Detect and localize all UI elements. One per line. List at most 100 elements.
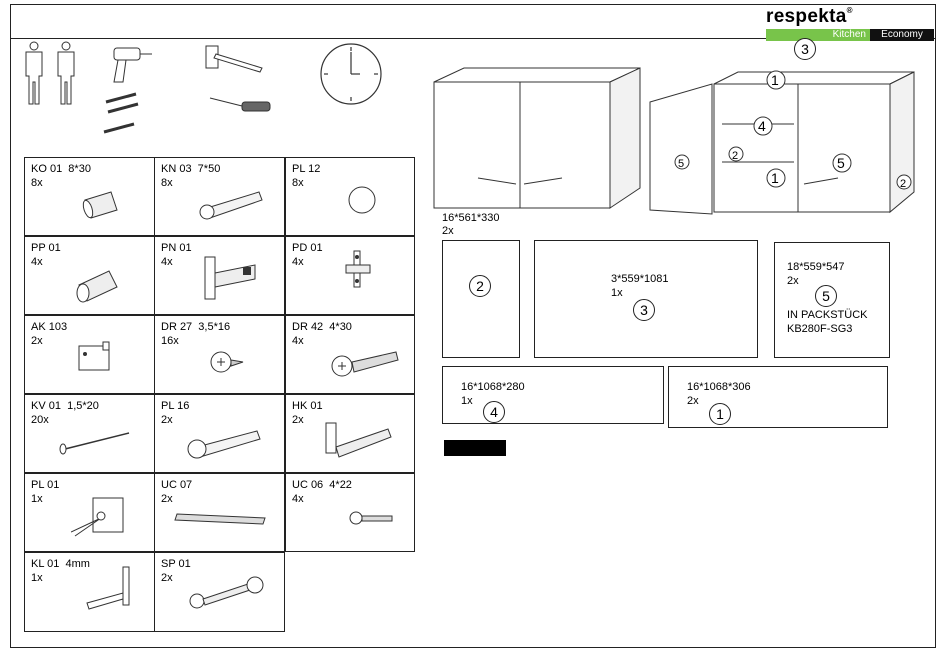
label-3-circle: 3 (794, 38, 816, 60)
part-code: PL 16 (161, 400, 190, 412)
short-screw-icon (210, 351, 244, 373)
open-cabinet (649, 71, 915, 215)
hammer-icon (205, 45, 263, 73)
closed-cabinet (433, 67, 641, 209)
hanger-bracket-icon (78, 341, 110, 371)
door-panel: 18*559*547 2x 5 IN PACKSTÜCK KB280F-SG3 (774, 242, 890, 358)
drill-icon (103, 47, 152, 134)
label-5-door: 5 (678, 158, 684, 170)
shelf-qty: 1x (461, 395, 473, 407)
door-qty: 2x (787, 275, 799, 287)
part-qty: 8x (31, 177, 43, 189)
door-dims: 18*559*547 (787, 261, 845, 273)
shelf-panel: 16*1068*280 1x 4 (442, 366, 664, 424)
brand-logo: respekta® Kitchen Economy (762, 6, 934, 41)
part-code: KL 01 4mm (31, 558, 90, 570)
part-code: PN 01 (161, 242, 192, 254)
part-cell: PL 16 2x (154, 394, 285, 473)
part-code: PD 01 (292, 242, 323, 254)
anchor-plug-icon (199, 191, 263, 220)
brand-name: respekta® (766, 6, 853, 27)
part-qty: 2x (31, 335, 43, 347)
long-screw-icon (331, 351, 399, 377)
back-num: 3 (633, 299, 655, 321)
label-1b: 1 (771, 170, 779, 186)
part-cell: PN 01 4x (154, 236, 285, 315)
page-frame (10, 4, 936, 648)
shelf-num: 4 (483, 401, 505, 423)
handle-bar-icon (174, 513, 266, 525)
header-divider (10, 38, 936, 39)
spacer-bolt-icon (189, 576, 264, 609)
part-cell: PP 01 4x (24, 236, 155, 315)
part-cell: KO 01 8*30 8x (24, 157, 155, 236)
part-cell: HK 01 2x (285, 394, 415, 473)
part-code: UC 06 4*22 (292, 479, 352, 491)
part-code: AK 103 (31, 321, 68, 333)
two-persons-icon (25, 41, 75, 105)
part-cell: DR 27 3,5*16 16x (154, 315, 285, 394)
tools-illustration (25, 41, 382, 134)
part-qty: 1x (31, 493, 43, 505)
spring-plate-icon (71, 497, 124, 537)
hinge-icon (204, 256, 256, 300)
part-qty: 8x (161, 177, 173, 189)
part-code: PP 01 (31, 242, 61, 254)
door-note1: IN PACKSTÜCK (787, 309, 868, 321)
part-qty: 2x (161, 572, 173, 584)
part-cell: PL 01 1x (24, 473, 155, 552)
part-code: PL 12 (292, 163, 321, 175)
side-qty: 2x (442, 225, 454, 237)
door-num: 5 (815, 285, 837, 307)
topbottom-panel: 16*1068*306 2x 1 (668, 366, 888, 428)
part-qty: 2x (161, 493, 173, 505)
cabinet-illustration: 1 4 1 5 5 2 2 (433, 67, 915, 215)
nail-icon (59, 432, 130, 455)
label-2: 2 (732, 150, 738, 162)
topbottom-dims: 16*1068*306 (687, 381, 751, 393)
part-qty: 4x (292, 493, 304, 505)
label-5: 5 (837, 155, 845, 171)
part-qty: 2x (292, 414, 304, 426)
brand-bar: Kitchen Economy (766, 29, 934, 41)
black-marker (444, 440, 506, 456)
shelf-dims: 16*1068*280 (461, 381, 525, 393)
part-qty: 4x (292, 256, 304, 268)
part-code: KO 01 8*30 (31, 163, 91, 175)
side-num: 2 (469, 275, 491, 297)
part-cell: DR 42 4*30 4x (285, 315, 415, 394)
label-4: 4 (758, 118, 766, 134)
door-note2: KB280F-SG3 (787, 323, 853, 335)
part-qty: 8x (292, 177, 304, 189)
part-code: HK 01 (292, 400, 323, 412)
topbottom-qty: 2x (687, 395, 699, 407)
clock-icon (320, 43, 382, 105)
hex-key-icon (86, 566, 130, 610)
part-cell: PL 12 8x (285, 157, 415, 236)
part-qty: 4x (161, 256, 173, 268)
label-2b: 2 (900, 178, 906, 190)
part-code: DR 27 3,5*16 (161, 321, 231, 333)
part-code: KN 03 7*50 (161, 163, 221, 175)
side-panel: 2 (442, 240, 520, 358)
topbottom-num: 1 (709, 403, 731, 425)
part-code: SP 01 (161, 558, 191, 570)
back-panel: 3*559*1081 1x 3 (534, 240, 758, 358)
wall-plug-icon (187, 430, 261, 459)
part-code: UC 07 (161, 479, 193, 491)
mounting-plate-icon (345, 250, 371, 288)
brand-economy: Economy (870, 29, 934, 41)
bolt-icon (349, 511, 393, 525)
part-code: KV 01 1,5*20 (31, 400, 99, 412)
part-qty: 2x (161, 414, 173, 426)
part-cell: PD 01 4x (285, 236, 415, 315)
connector-icon (76, 270, 118, 303)
brand-kitchen: Kitchen (766, 29, 870, 41)
part-code: PL 01 (31, 479, 60, 491)
part-cell: UC 06 4*22 4x (285, 473, 415, 552)
part-cell: AK 103 2x (24, 315, 155, 394)
part-code: DR 42 4*30 (292, 321, 352, 333)
part-qty: 4x (31, 256, 43, 268)
dowel-icon (82, 191, 118, 219)
part-qty: 1x (31, 572, 43, 584)
